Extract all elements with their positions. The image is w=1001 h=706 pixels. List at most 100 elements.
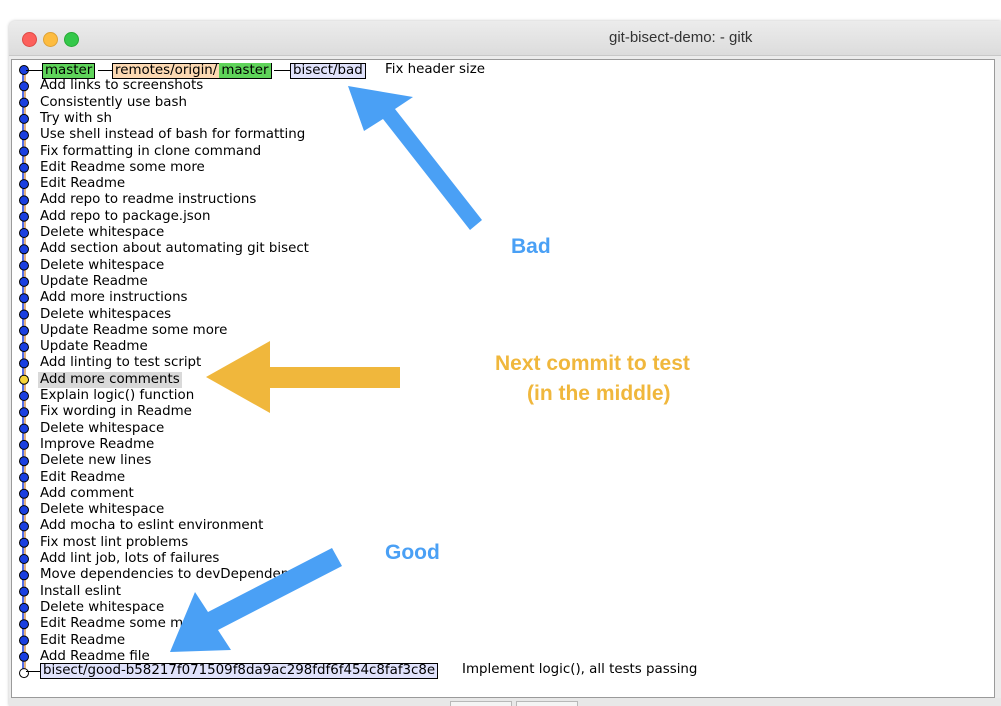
- remote-tag-origin-master[interactable]: remotes/origin/master: [112, 63, 272, 79]
- commit-node-selected: [19, 374, 29, 385]
- commit-node-good: [19, 668, 29, 679]
- commit-row[interactable]: Try with sh: [40, 110, 113, 126]
- toolbar-button[interactable]: [516, 701, 578, 706]
- commit-node: [19, 505, 29, 516]
- branch-tag-master[interactable]: master: [42, 63, 96, 79]
- commit-row[interactable]: Delete whitespace: [40, 420, 165, 436]
- commit-row[interactable]: Add section about automating git bisect: [40, 241, 309, 257]
- commit-node: [19, 407, 29, 418]
- toolbar-button[interactable]: [450, 701, 512, 706]
- commit-row[interactable]: Add more instructions: [40, 290, 188, 306]
- commit-node: [19, 472, 29, 483]
- head-commit-message[interactable]: Fix header size: [385, 62, 486, 77]
- commit-node: [19, 211, 29, 222]
- commit-node: [19, 358, 29, 369]
- commit-node: [19, 130, 29, 141]
- commit-row-selected[interactable]: Add more comments: [38, 371, 182, 388]
- commit-node: [19, 537, 29, 548]
- title-bar: git-bisect-demo: - gitk: [9, 21, 1001, 56]
- commit-row[interactable]: Update Readme some more: [40, 322, 228, 338]
- commit-graph-pane[interactable]: master remotes/origin/master bisect/bad …: [11, 59, 995, 698]
- commit-row[interactable]: Edit Readme some more: [40, 616, 205, 632]
- commit-row[interactable]: Explain logic() function: [40, 388, 195, 403]
- commit-node: [19, 162, 29, 173]
- commit-node: [19, 179, 29, 190]
- commit-row[interactable]: Move dependencies to devDependencies: [40, 567, 316, 583]
- commit-node: [19, 244, 29, 255]
- commit-row[interactable]: Update Readme: [40, 273, 148, 289]
- bisect-good-label: bisect/good-b58217f071509f8da9ac298fdf6f…: [43, 663, 436, 678]
- window-title: git-bisect-demo: - gitk: [609, 29, 753, 46]
- gitk-window: git-bisect-demo: - gitk master remotes/o…: [9, 21, 1001, 706]
- commit-row[interactable]: Delete whitespace: [40, 599, 165, 615]
- commit-row[interactable]: Delete whitespaces: [40, 306, 172, 322]
- commit-node: [19, 439, 29, 450]
- commit-row[interactable]: Add comment: [40, 485, 134, 501]
- commit-row[interactable]: Fix wording in Readme: [40, 404, 192, 420]
- commit-row[interactable]: Fix formatting in clone command: [40, 143, 262, 159]
- ref-connector: [26, 70, 44, 71]
- commit-row[interactable]: Edit Readme: [40, 176, 126, 192]
- commit-node: [19, 260, 29, 271]
- commit-node: [19, 276, 29, 287]
- next-commit-annotation-line2: (in the middle): [527, 382, 671, 405]
- zoom-window-button[interactable]: [64, 32, 79, 47]
- commit-row[interactable]: Consistently use bash: [40, 94, 187, 110]
- good-annotation: Good: [385, 541, 440, 564]
- ref-connector: [26, 671, 42, 672]
- commit-node: [19, 602, 29, 613]
- commit-node: [19, 97, 29, 108]
- remote-tag-prefix: remotes/origin/: [115, 63, 218, 78]
- commit-node: [19, 195, 29, 206]
- commit-node: [19, 619, 29, 630]
- commit-node: [19, 309, 29, 320]
- commit-node: [19, 342, 29, 353]
- ref-connector: [274, 70, 290, 71]
- remote-tag-branch: master: [219, 63, 271, 78]
- commit-node: [19, 325, 29, 336]
- close-window-button[interactable]: [22, 32, 37, 47]
- bisect-bad-tag[interactable]: bisect/bad: [290, 63, 366, 79]
- commit-node: [19, 293, 29, 304]
- branch-tag-master-label: master: [45, 63, 93, 78]
- commit-node: [19, 113, 29, 124]
- bad-annotation: Bad: [511, 235, 551, 258]
- commit-row[interactable]: Edit Readme: [40, 632, 126, 648]
- commit-node: [19, 391, 29, 401]
- commit-node: [19, 570, 29, 581]
- commit-row[interactable]: Add mocha to eslint environment: [40, 518, 264, 534]
- next-commit-annotation-line1: Next commit to test: [495, 352, 690, 375]
- commit-row[interactable]: Delete whitespace: [40, 257, 165, 273]
- commit-row[interactable]: Add repo to package.json: [40, 208, 211, 224]
- commit-row[interactable]: Use shell instead of bash for formatting: [40, 127, 306, 143]
- commit-row[interactable]: Add repo to readme instructions: [40, 192, 257, 208]
- commit-row[interactable]: Add linting to test script: [40, 355, 202, 371]
- commit-row[interactable]: Update Readme: [40, 339, 148, 355]
- commit-node: [19, 228, 29, 238]
- commit-row[interactable]: Install eslint: [40, 583, 121, 599]
- commit-row[interactable]: Add lint job, lots of failures: [40, 551, 220, 566]
- commit-row[interactable]: Delete new lines: [40, 453, 152, 469]
- commit-row[interactable]: Edit Readme some more: [40, 159, 205, 175]
- commit-row[interactable]: Delete whitespace: [40, 502, 165, 518]
- commit-node: [19, 554, 29, 564]
- bisect-good-tag[interactable]: bisect/good-b58217f071509f8da9ac298fdf6f…: [40, 663, 439, 679]
- commit-row[interactable]: Add Readme file: [40, 648, 150, 664]
- commit-node: [19, 146, 29, 157]
- bisect-bad-label: bisect/bad: [293, 63, 363, 78]
- ref-connector: [98, 70, 112, 71]
- commit-row[interactable]: Improve Readme: [40, 436, 155, 452]
- commit-node: [19, 456, 29, 467]
- commit-node: [19, 488, 29, 499]
- minimize-window-button[interactable]: [43, 32, 58, 47]
- commit-row[interactable]: Fix most lint problems: [40, 534, 189, 550]
- commit-node: [19, 423, 29, 434]
- commit-node: [19, 586, 29, 597]
- good-commit-message[interactable]: Implement logic(), all tests passing: [462, 662, 698, 677]
- commit-node: [19, 651, 29, 662]
- commit-row[interactable]: Edit Readme: [40, 469, 126, 485]
- commit-row[interactable]: Add links to screenshots: [40, 78, 204, 94]
- bottom-toolbar: [9, 698, 1001, 706]
- commit-graph: [19, 65, 29, 679]
- commit-row[interactable]: Delete whitespace: [40, 225, 165, 240]
